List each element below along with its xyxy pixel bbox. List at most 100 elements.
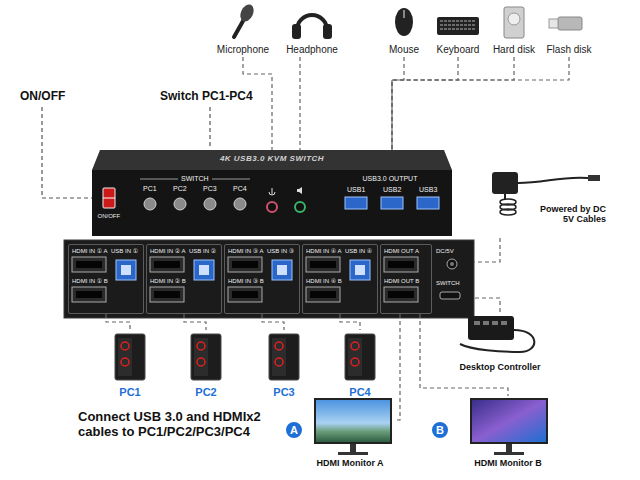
- kvm-back-body: [72, 257, 106, 272]
- node-text: Headphone: [281, 44, 343, 56]
- node-text: HDMI IN ② A: [150, 248, 185, 255]
- node-text: HDMI IN ④ A: [306, 248, 341, 255]
- monitor-badge: [285, 421, 303, 439]
- node-text: SWITCH: [436, 280, 460, 287]
- node-text: USB3.0 OUTPUT: [344, 175, 436, 183]
- hard-disk-icon: [508, 13, 520, 25]
- leader-line: [209, 107, 210, 147]
- peripheral-device: Microphone: [212, 4, 276, 57]
- node-text: HDMI IN ③ B: [228, 278, 264, 285]
- pc-tower-drawing: [191, 334, 221, 380]
- pc-tower: PC4: [332, 330, 390, 400]
- callout-label: ON/OFF: [20, 90, 65, 104]
- kvm-front-body: [269, 188, 275, 195]
- kvm-front-body: [345, 197, 367, 209]
- kvm-back-body: [64, 240, 474, 318]
- pc-tower-drawing: [345, 334, 375, 380]
- kvm-back-body: [388, 261, 414, 268]
- kvm-back-body: [76, 261, 102, 268]
- headphone-icon: [297, 15, 327, 30]
- cable-connector: [106, 314, 130, 330]
- hard-disk-icon: [504, 7, 524, 38]
- kvm-back-body: [228, 257, 262, 272]
- node-text: HDMI IN ④ B: [306, 278, 342, 285]
- pc-tower-drawing: [275, 342, 283, 350]
- keyboard-icon: [440, 21, 476, 29]
- node-text: USB IN ③: [267, 248, 294, 255]
- power-adapter-drawing: [500, 209, 516, 215]
- cable-connector: [392, 57, 404, 150]
- flash-disk-icon: [549, 17, 582, 30]
- kvm-back-body: [194, 260, 214, 280]
- monitor-badge-letter: B: [436, 424, 444, 437]
- leader-line: [42, 107, 98, 198]
- node-text: HDMI Monitor A: [306, 458, 394, 468]
- desktop-controller-drawing: [474, 321, 480, 325]
- node-text: USB IN ①: [111, 248, 138, 255]
- monitor-drawing: [506, 444, 512, 452]
- kvm-back-body: [232, 291, 258, 298]
- desktop-controller-drawing: [460, 316, 534, 352]
- microphone-icon: [234, 21, 243, 37]
- instruction-note: Connect USB 3.0 and HDMIx2 cables to PC1…: [78, 410, 303, 440]
- kvm-back-body: [440, 292, 460, 299]
- cable-connector: [474, 238, 500, 262]
- kvm-back-body: [355, 265, 365, 275]
- flash-disk-icon: [549, 19, 558, 28]
- monitor-drawing: [316, 400, 390, 442]
- node-text: HDMI IN ③ A: [228, 248, 263, 255]
- monitor-badge: [431, 421, 449, 439]
- pc-tower-drawing: [197, 358, 205, 366]
- node-text: HDMI IN ① B: [72, 278, 108, 285]
- pc-port-group: HDMI IN ④ A HDMI IN ④ B USB IN ④: [302, 244, 378, 314]
- kvm-back-panel: DC/5VSWITCHHDMI IN ① AHDMI IN ① BUSB IN …: [64, 240, 474, 318]
- kvm-back-body: [232, 261, 258, 268]
- kvm-back-body: [72, 287, 106, 302]
- monitor-drawing: [470, 398, 548, 444]
- port-label: USB2: [383, 186, 401, 194]
- pc-tower-drawing: [348, 338, 362, 376]
- button-label: PC3: [203, 185, 217, 193]
- pc-port-group: HDMI IN ③ A HDMI IN ③ B USB IN ③: [224, 244, 300, 314]
- kvm-front-body: [204, 198, 216, 210]
- kvm-front-body: [103, 198, 115, 199]
- cable-connector: [392, 57, 569, 150]
- monitor-drawing: [494, 452, 524, 455]
- node-text: USB IN ④: [345, 248, 372, 255]
- headphone-icon: [292, 24, 301, 39]
- kvm-back-body: [277, 265, 287, 275]
- microphone-icon: [238, 2, 256, 23]
- node-text: HDMI OUT A: [384, 248, 419, 255]
- pc-tower-drawing: [118, 338, 132, 376]
- kvm-back-body: [76, 291, 102, 298]
- node-text: USB IN ②: [189, 248, 216, 255]
- node-text: HDMI Monitor B: [464, 458, 552, 468]
- cable-connector: [262, 314, 284, 330]
- callout-label: Switch PC1-PC4: [160, 90, 253, 104]
- keyboard-icon: [437, 17, 479, 35]
- kvm-back-body: [199, 265, 209, 275]
- kvm-back-body: [154, 261, 180, 268]
- node-text: DC/5V: [436, 248, 454, 255]
- kvm-back-body: [450, 262, 454, 266]
- kvm-back-body: [447, 259, 457, 269]
- node-text: Microphone: [212, 44, 274, 56]
- cable-connector: [420, 314, 508, 396]
- pc-tower-drawing: [197, 342, 205, 350]
- button-label: PC4: [233, 185, 247, 193]
- node-text: 4K USB3.0 KVM SWITCH: [92, 154, 452, 163]
- pc-tower-drawing: [351, 342, 359, 350]
- node-text: PC3: [256, 386, 312, 399]
- kvm-back-body: [306, 287, 340, 302]
- switch-label: ON/OFF: [98, 213, 121, 220]
- mouse-icon: [395, 8, 413, 36]
- pc-tower-drawing: [351, 358, 359, 366]
- node-text: PC2: [178, 386, 234, 399]
- kvm-front-body: [417, 197, 439, 209]
- monitor-badge: [285, 421, 449, 439]
- kvm-back-body: [116, 260, 136, 280]
- cable-connector: [392, 57, 514, 150]
- hard-disk-icon: [504, 7, 524, 38]
- kvm-front-body: [103, 188, 115, 208]
